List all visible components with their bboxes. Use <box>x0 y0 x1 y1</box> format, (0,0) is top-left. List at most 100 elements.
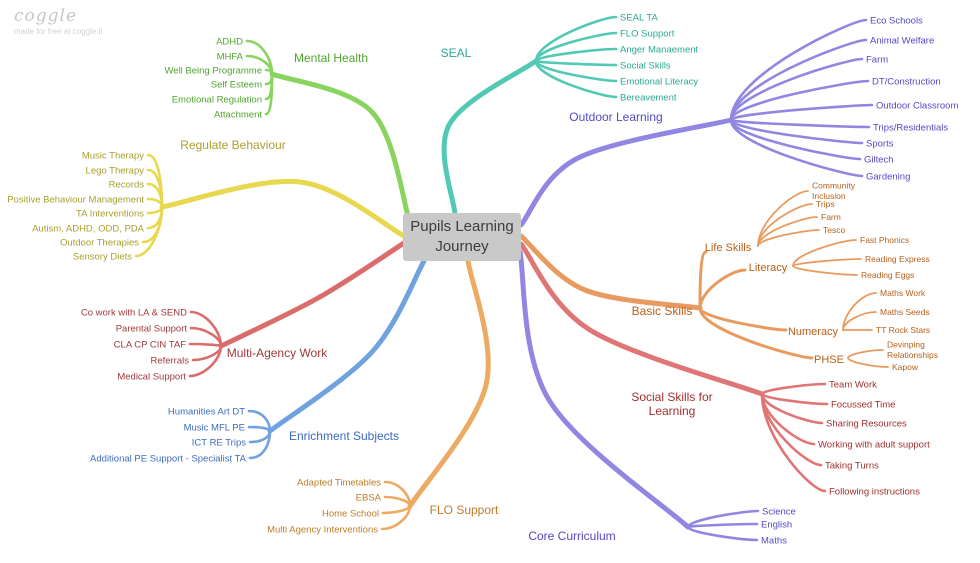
edge-to-kapow <box>847 357 889 368</box>
node-trips[interactable]: Trips <box>816 199 835 209</box>
edge-to-tesco <box>757 229 820 247</box>
node-music-therapy[interactable]: Music Therapy <box>82 150 144 161</box>
branch-label-seal[interactable]: SEAL <box>441 46 472 60</box>
node-adhd[interactable]: ADHD <box>216 36 243 47</box>
node-kapow[interactable]: Kapow <box>892 362 919 372</box>
edge-to-dt-construction <box>729 79 870 122</box>
node-tt-rock-stars[interactable]: TT Rock Stars <box>876 325 930 335</box>
node-gardening[interactable]: Gardening <box>866 171 910 182</box>
branch-label-regulate-behaviour[interactable]: Regulate Behaviour <box>180 138 285 152</box>
node-ta-interventions[interactable]: TA Interventions <box>76 208 144 219</box>
branch-label-core-curriculum[interactable]: Core Curriculum <box>528 529 615 543</box>
node-parental-support[interactable]: Parental Support <box>116 323 188 334</box>
edge-to-home-school <box>381 504 412 515</box>
edge-to-additional-pe-support-specialist-ta <box>248 429 272 460</box>
node-english[interactable]: English <box>761 519 792 530</box>
node-outdoor-classroom[interactable]: Outdoor Classroom <box>876 100 958 111</box>
branch-label-outdoor-learning[interactable]: Outdoor Learning <box>569 110 662 124</box>
node-taking-turns[interactable]: Taking Turns <box>825 460 879 471</box>
node-fast-phonics[interactable]: Fast Phonics <box>860 235 909 245</box>
node-eco-schools[interactable]: Eco Schools <box>870 15 923 26</box>
node-sensory-diets[interactable]: Sensory Diets <box>73 251 132 262</box>
trunk-core-curriculum <box>517 249 691 530</box>
edge-to-bereavement <box>534 59 618 99</box>
trunk-seal <box>441 58 539 217</box>
subbranch-label-life-skills[interactable]: Life Skills <box>705 242 752 254</box>
node-outdoor-therapies[interactable]: Outdoor Therapies <box>60 237 139 248</box>
subbranch-label-numeracy[interactable]: Numeracy <box>788 326 839 338</box>
coggle-logo[interactable]: coggle <box>14 6 78 26</box>
node-giltech[interactable]: Giltech <box>864 154 894 165</box>
edge-to-music-mfl-pe <box>247 425 272 433</box>
node-focussed-time[interactable]: Focussed Time <box>831 399 895 410</box>
edge-to-animal-welfare <box>729 38 868 122</box>
branch-label-mental-health[interactable]: Mental Health <box>294 51 368 65</box>
node-science[interactable]: Science <box>762 506 796 517</box>
node-humanities-art-dt[interactable]: Humanities Art DT <box>168 406 245 417</box>
coggle-watermark: coggle made for free at coggle.it <box>14 6 103 36</box>
node-home-school[interactable]: Home School <box>322 508 379 519</box>
node-farm[interactable]: Farm <box>821 212 841 222</box>
node-following-instructions[interactable]: Following instructions <box>829 486 920 497</box>
branch-label-multi-agency-work[interactable]: Multi-Agency Work <box>227 346 328 360</box>
root-node[interactable]: Pupils Learning Journey <box>403 213 521 261</box>
node-emotional-literacy[interactable]: Emotional Literacy <box>620 76 698 87</box>
node-social-skills[interactable]: Social Skills <box>620 60 671 71</box>
node-maths-work[interactable]: Maths Work <box>880 288 926 298</box>
node-maths[interactable]: Maths <box>761 535 787 546</box>
node-dt-construction[interactable]: DT/Construction <box>872 76 941 87</box>
node-referrals[interactable]: Referrals <box>150 355 189 366</box>
edge-to-team-work <box>760 382 827 396</box>
node-emotional-regulation[interactable]: Emotional Regulation <box>172 94 262 105</box>
node-working-with-adult-support[interactable]: Working with adult support <box>818 439 930 450</box>
subbranch-label-phse[interactable]: PHSE <box>814 354 844 366</box>
node-maths-seeds[interactable]: Maths Seeds <box>880 307 930 317</box>
node-autism-adhd-odd-pda[interactable]: Autism, ADHD, ODD, PDA <box>32 223 145 234</box>
edge-to-devinping-relationships <box>847 349 884 359</box>
edge-to-numeracy <box>698 306 788 332</box>
node-multi-agency-interventions[interactable]: Multi Agency Interventions <box>267 524 378 535</box>
trunk-basic-skills <box>518 233 703 311</box>
node-farm[interactable]: Farm <box>866 54 888 65</box>
node-reading-express[interactable]: Reading Express <box>865 254 930 264</box>
node-flo-support[interactable]: FLO Support <box>620 28 675 39</box>
node-positive-behaviour-management[interactable]: Positive Behaviour Management <box>7 194 144 205</box>
node-anger-manaement[interactable]: Anger Manaement <box>620 44 699 55</box>
node-animal-welfare[interactable]: Animal Welfare <box>870 35 934 46</box>
node-lego-therapy[interactable]: Lego Therapy <box>86 165 145 176</box>
node-medical-support[interactable]: Medical Support <box>117 371 186 382</box>
node-attachment[interactable]: Attachment <box>214 109 262 120</box>
node-trips-residentials[interactable]: Trips/Residentials <box>873 122 948 133</box>
node-cla-cp-cin-taf[interactable]: CLA CP CIN TAF <box>114 339 187 350</box>
edge-to-science <box>686 509 760 529</box>
node-bereavement[interactable]: Bereavement <box>620 92 677 103</box>
node-sports[interactable]: Sports <box>866 138 894 149</box>
branch-label-flo-support[interactable]: FLO Support <box>430 503 499 517</box>
subbranch-label-literacy[interactable]: Literacy <box>749 262 788 274</box>
node-seal-ta[interactable]: SEAL TA <box>620 12 659 23</box>
node-team-work[interactable]: Team Work <box>829 379 877 390</box>
node-ebsa[interactable]: EBSA <box>356 492 382 503</box>
coggle-tagline[interactable]: made for free at coggle.it <box>14 27 103 36</box>
branch-label-enrichment-subjects[interactable]: Enrichment Subjects <box>289 429 399 443</box>
edge-to-medical-support <box>188 344 223 378</box>
node-records[interactable]: Records <box>109 179 145 190</box>
node-music-mfl-pe[interactable]: Music MFL PE <box>184 422 245 433</box>
root-node-label-line1: Pupils Learning <box>410 217 514 235</box>
node-tesco[interactable]: Tesco <box>823 225 845 235</box>
node-mhfa[interactable]: MHFA <box>217 51 244 62</box>
edge-to-anger-manaement <box>534 47 618 63</box>
edge-to-parental-support <box>189 326 223 348</box>
node-co-work-with-la-send[interactable]: Co work with LA & SEND <box>81 307 187 318</box>
branch-label-basic-skills[interactable]: Basic Skills <box>632 304 693 318</box>
node-ict-re-trips[interactable]: ICT RE Trips <box>192 437 246 448</box>
node-well-being-programme[interactable]: Well Being Programme <box>164 65 262 76</box>
node-self-esteem[interactable]: Self Esteem <box>211 79 262 90</box>
node-sharing-resources[interactable]: Sharing Resources <box>826 418 907 429</box>
node-adapted-timetables[interactable]: Adapted Timetables <box>297 477 381 488</box>
node-reading-eggs[interactable]: Reading Eggs <box>861 270 914 280</box>
node-additional-pe-support-specialist-ta[interactable]: Additional PE Support - Specialist TA <box>90 453 247 464</box>
